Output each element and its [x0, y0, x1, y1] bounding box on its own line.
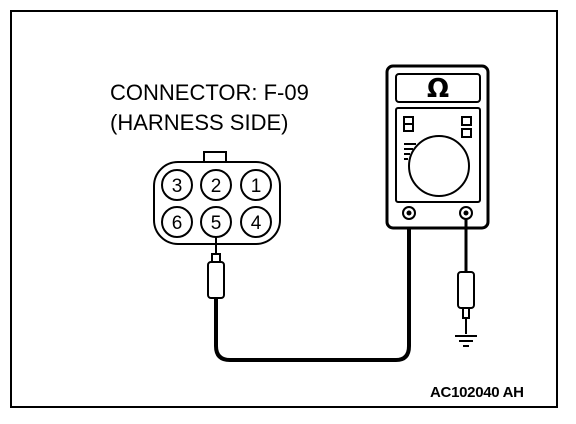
- multimeter-button-right-top: [461, 116, 472, 126]
- ground-probe-handle: [457, 271, 475, 309]
- ground-probe: [457, 219, 475, 334]
- pin-6-label: 6: [172, 213, 183, 234]
- pin-6: 6: [161, 206, 193, 238]
- pin-5-label: 5: [211, 213, 222, 234]
- pin-1-label: 1: [251, 176, 262, 197]
- pin-1: 1: [240, 169, 272, 201]
- ground-icon: [455, 335, 477, 347]
- pin-4-label: 4: [251, 213, 262, 234]
- pin-2: 2: [200, 169, 232, 201]
- figure-border: [10, 10, 558, 408]
- pin-3: 3: [161, 169, 193, 201]
- multimeter-button-right-bottom: [461, 128, 472, 138]
- multimeter: [385, 64, 490, 230]
- probe-pin5: [207, 236, 225, 299]
- ground-probe-tip: [462, 307, 470, 319]
- pin-2-label: 2: [211, 176, 222, 197]
- connector-title: CONNECTOR: F-09: [110, 80, 309, 105]
- test-lead-wire: [214, 214, 411, 362]
- probe-pin5-handle: [207, 261, 225, 299]
- connector-subtitle: (HARNESS SIDE): [110, 110, 289, 135]
- pin-4: 4: [240, 206, 272, 238]
- dial-scale-marks: [404, 143, 416, 160]
- pin-5: 5: [200, 206, 232, 238]
- pin-3-label: 3: [172, 176, 183, 197]
- rotary-dial-icon: [408, 135, 470, 197]
- multimeter-display: [395, 73, 481, 103]
- ohm-symbol: Ω: [427, 74, 449, 104]
- figure-code: AC102040 AH: [430, 384, 524, 401]
